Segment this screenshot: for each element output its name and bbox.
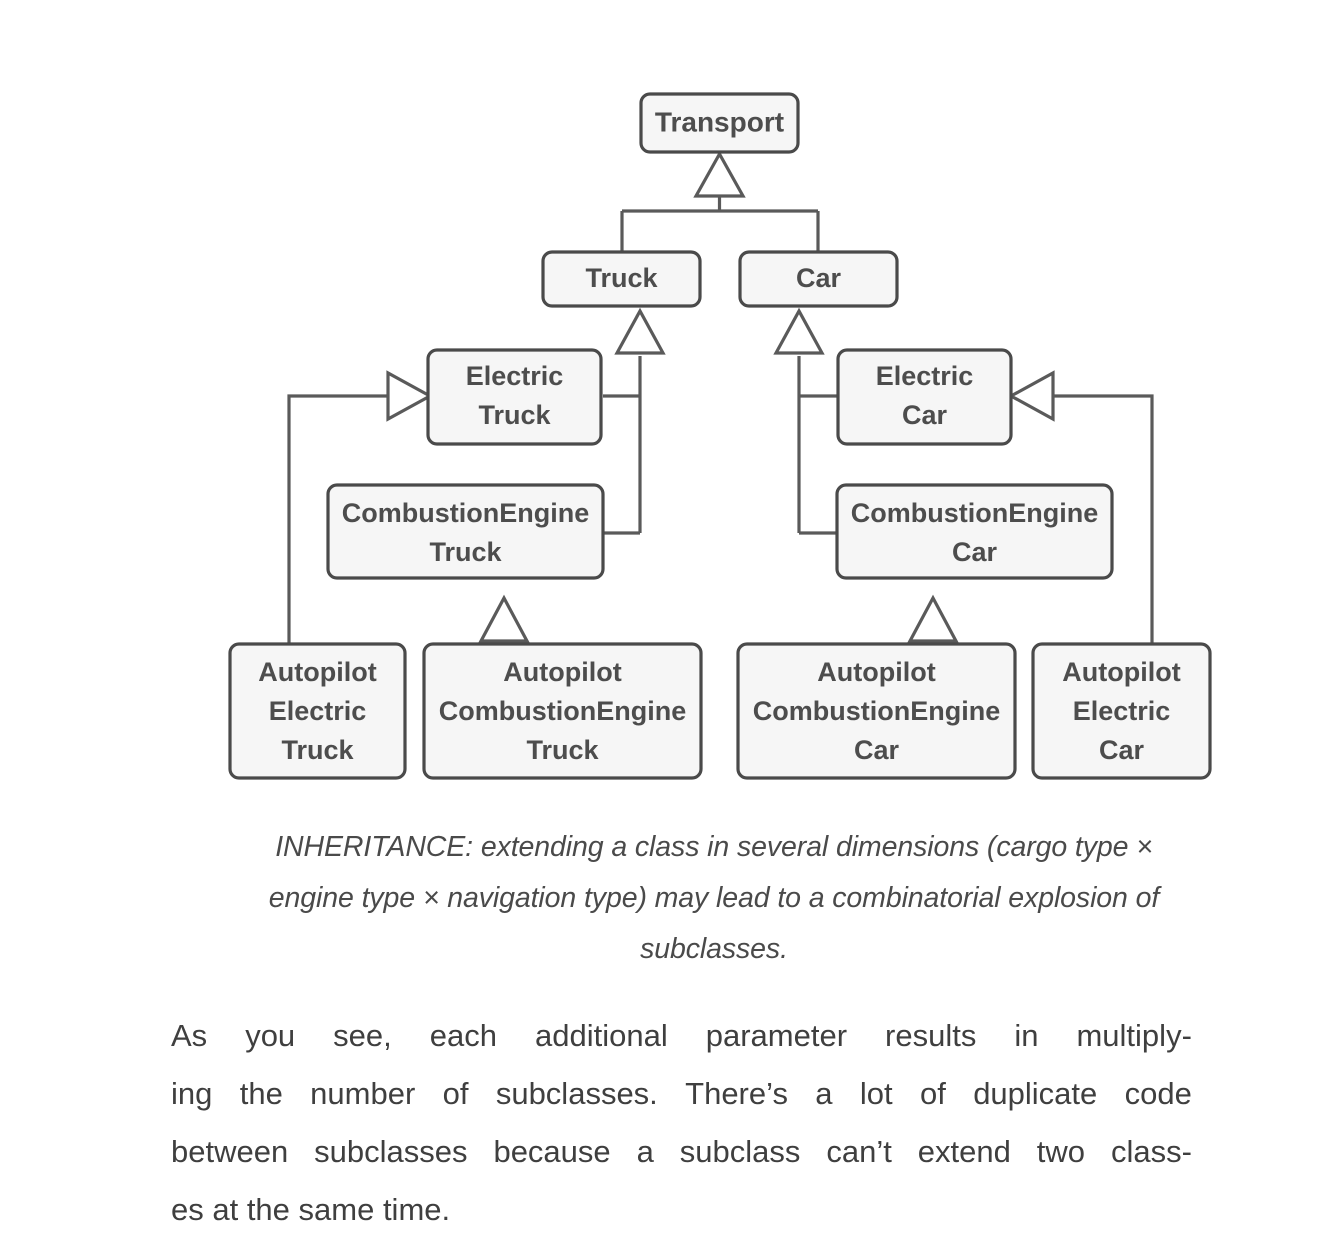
class-box-car[interactable]: Car: [738, 250, 899, 308]
class-box-combustionengine-car-label-line1: CombustionEngine: [851, 498, 1098, 528]
body-word: because: [493, 1134, 611, 1169]
body-word: class-: [1110, 1134, 1192, 1169]
inheritance-arrowhead-cetruck: [478, 594, 530, 643]
class-box-truck-label: Truck: [585, 263, 658, 293]
body-word: the: [239, 1076, 283, 1111]
diagram-arrowheads: [386, 150, 1055, 643]
inheritance-arrowhead-cecar: [907, 594, 959, 643]
edge-truck-bus: [603, 356, 642, 535]
class-box-autopilot-combustionengine-truck-label-line2: CombustionEngine: [439, 696, 686, 726]
class-box-autopilot-electric-car-label-line3: Car: [1099, 735, 1145, 765]
inheritance-arrowhead-ecar: [1007, 370, 1055, 422]
class-box-autopilot-combustionengine-truck[interactable]: Autopilot CombustionEngine Truck: [422, 642, 703, 780]
body-word: extend: [917, 1134, 1011, 1169]
class-box-autopilot-combustionengine-car-label-line3: Car: [854, 735, 900, 765]
class-box-car-label: Car: [796, 263, 842, 293]
body-word: number: [310, 1076, 416, 1111]
edge-apecar-ecar: [1052, 394, 1154, 644]
class-box-combustionengine-truck-rect: [326, 483, 605, 580]
class-box-autopilot-electric-truck[interactable]: Autopilot Electric Truck: [228, 642, 407, 780]
body-word: two: [1036, 1134, 1086, 1169]
body-word: parameter: [705, 1018, 848, 1053]
class-box-autopilot-combustionengine-car-label-line2: CombustionEngine: [753, 696, 1000, 726]
body-line-4: es at the same time.: [171, 1192, 451, 1227]
class-box-autopilot-electric-car-label-line2: Electric: [1073, 696, 1171, 726]
body-word: As: [171, 1018, 208, 1053]
inheritance-arrowhead-car: [773, 307, 825, 355]
body-word: each: [429, 1018, 498, 1053]
class-box-combustionengine-truck-label-line1: CombustionEngine: [342, 498, 589, 528]
class-box-autopilot-combustionengine-car[interactable]: Autopilot CombustionEngine Car: [736, 642, 1017, 780]
class-box-electric-car-rect: [836, 348, 1013, 446]
body-word: of: [442, 1076, 469, 1111]
body-line-1: As you see, each additional parameter results i…: [171, 1007, 1192, 1065]
class-box-combustionengine-car-label-line2: Car: [952, 537, 998, 567]
body-word: additional: [535, 1018, 668, 1053]
body-word: There’s: [685, 1076, 788, 1111]
class-box-combustionengine-car[interactable]: CombustionEngine Car: [835, 483, 1114, 580]
class-box-electric-car-label-line2: Car: [902, 400, 948, 430]
body-word: you: [245, 1018, 296, 1053]
class-box-electric-car[interactable]: Electric Car: [836, 348, 1013, 446]
class-box-car-rect: [738, 250, 899, 308]
body-word: duplicate: [973, 1076, 1098, 1111]
body-word: lot: [859, 1076, 893, 1111]
class-box-autopilot-electric-car-label-line1: Autopilot: [1062, 657, 1180, 687]
body-word: code: [1124, 1076, 1192, 1111]
body-word: a: [815, 1076, 833, 1111]
inheritance-arrowhead-truck: [614, 307, 666, 355]
body-word: multiply-: [1076, 1018, 1192, 1053]
class-box-combustionengine-truck[interactable]: CombustionEngine Truck: [326, 483, 605, 580]
body-word: subclasses.: [495, 1076, 658, 1111]
inheritance-arrowhead-transport: [693, 150, 746, 198]
body-word: between: [171, 1134, 289, 1169]
body-word: of: [919, 1076, 946, 1111]
class-box-autopilot-combustionengine-truck-label-line3: Truck: [526, 735, 599, 765]
class-box-truck[interactable]: Truck: [541, 250, 702, 308]
edge-apetruck-etruck: [287, 394, 389, 644]
class-box-electric-truck-label-line2: Truck: [478, 400, 551, 430]
class-box-combustionengine-truck-label-line2: Truck: [429, 537, 502, 567]
body-word: a: [636, 1134, 654, 1169]
class-box-autopilot-combustionengine-car-rect: [736, 642, 1017, 780]
inheritance-diagram: Transport Truck Car Electric Truck Elect…: [40, 16, 1332, 965]
class-box-autopilot-electric-truck-label-line3: Truck: [281, 735, 354, 765]
class-box-autopilot-electric-truck-label-line2: Electric: [269, 696, 367, 726]
class-box-autopilot-electric-car[interactable]: Autopilot Electric Car: [1031, 642, 1212, 780]
figure-caption: INHERITANCE: extending a class in severa…: [268, 831, 1160, 965]
class-box-electric-truck-label-line1: Electric: [466, 361, 564, 391]
class-box-electric-truck-rect: [426, 348, 603, 446]
class-box-autopilot-electric-car-rect: [1031, 642, 1212, 780]
edge-car-bus: [797, 356, 837, 535]
body-word: see,: [333, 1018, 392, 1053]
uml-class-diagram-canvas: Transport Truck Car Electric Truck Elect…: [228, 92, 1212, 780]
class-box-electric-truck[interactable]: Electric Truck: [426, 348, 603, 446]
class-box-autopilot-combustionengine-truck-rect: [422, 642, 703, 780]
class-box-autopilot-electric-truck-label-line1: Autopilot: [258, 657, 376, 687]
body-word: can’t: [826, 1134, 892, 1169]
class-box-autopilot-electric-truck-rect: [228, 642, 407, 780]
class-box-autopilot-combustionengine-truck-label-line1: Autopilot: [503, 657, 621, 687]
class-box-combustionengine-car-rect: [835, 483, 1114, 580]
body-word: ing: [171, 1076, 213, 1111]
body-word: in: [1014, 1018, 1039, 1053]
body-word: subclasses: [314, 1134, 468, 1169]
class-box-truck-rect: [541, 250, 702, 308]
class-box-electric-car-label-line1: Electric: [876, 361, 974, 391]
class-box-transport-label: Transport: [655, 106, 784, 137]
body-word: subclass: [679, 1134, 801, 1169]
class-box-transport-rect: [639, 92, 800, 154]
class-box-autopilot-combustionengine-car-label-line1: Autopilot: [817, 657, 935, 687]
class-box-transport[interactable]: Transport: [639, 92, 800, 154]
body-line-3: between subclasses because a subclass can’t ex…: [171, 1123, 1192, 1181]
body-word: results: [885, 1018, 977, 1053]
inheritance-arrowhead-etruck: [386, 370, 434, 422]
body-paragraph: As you see, each additional parameter results i…: [171, 1007, 1192, 1239]
